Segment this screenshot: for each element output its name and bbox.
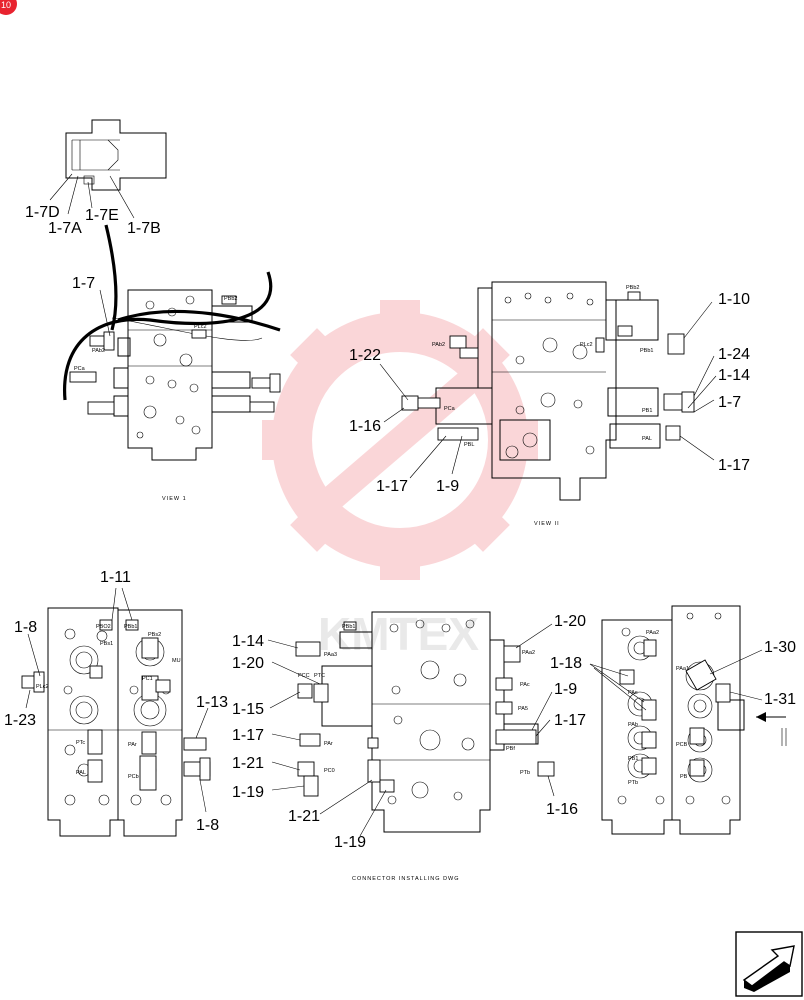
view-2: PBb2 PAb2 PLc2 PBb1 PCa PBL PB1 PAL 1-22… <box>349 281 750 527</box>
view-arrow-icon <box>756 712 787 746</box>
view2-port-plc2: PLc2 <box>580 342 593 348</box>
left-port-pc1: PC1 <box>142 676 153 682</box>
left-port-ptc: PTc <box>76 740 85 746</box>
view1-callout-1-7: 1-7 <box>72 275 95 292</box>
view-1: 1-7 PBb2 PLc2 PAb2 PCa VIEW 1 <box>63 224 281 502</box>
page-marker-number: 10 <box>1 0 11 10</box>
left-port-pbs2: PBs2 <box>148 632 161 638</box>
view2-callout-1-17-right: 1-17 <box>718 457 750 474</box>
center-port-pbb1: PBb1 <box>342 624 355 630</box>
view2-callout-1-17-left: 1-17 <box>376 478 408 495</box>
detail-label-1-7a: 1-7A <box>48 220 82 237</box>
center-callout-1-20-right: 1-20 <box>554 613 586 630</box>
watermark-text: KMTEX <box>318 608 479 660</box>
center-callout-1-19-left: 1-19 <box>232 784 264 801</box>
detail-label-1-7e: 1-7E <box>85 207 119 224</box>
left-port-pbs1: PBs1 <box>100 641 113 647</box>
center-port-paa2: PAa2 <box>522 650 535 656</box>
right-port-pab: PAb <box>628 722 638 728</box>
center-callout-1-21-left: 1-21 <box>232 755 264 772</box>
left-view: 1-11 1-8 1-23 1-13 1-8 PBO2 PBb1 PBs2 PB… <box>4 569 228 837</box>
left-callout-1-13: 1-13 <box>196 694 228 711</box>
view1-port-pbb2: PBb2 <box>224 296 237 302</box>
left-port-pbo2: PBO2 <box>96 624 111 630</box>
right-port-pac: PAc <box>628 690 638 696</box>
center-callout-1-9: 1-9 <box>554 681 577 698</box>
right-callout-1-31: 1-31 <box>764 691 796 708</box>
right-port-ptb: PTb <box>628 780 638 786</box>
center-caption: CONNECTOR INSTALLING DWG <box>352 876 460 882</box>
view2-callout-1-14: 1-14 <box>718 367 750 384</box>
view2-callout-1-22: 1-22 <box>349 347 381 364</box>
center-port-pbf: PBf <box>506 746 515 752</box>
center-callout-1-17-left: 1-17 <box>232 727 264 744</box>
left-port-pcb: PCb <box>128 774 139 780</box>
view2-port-pab2: PAb2 <box>432 342 445 348</box>
view2-port-pb1: PB1 <box>642 408 652 414</box>
right-port-pcb: PCB <box>676 742 688 748</box>
view2-callout-1-10: 1-10 <box>718 291 750 308</box>
right-port-paa1: PAa1 <box>676 666 689 672</box>
view2-callout-1-9: 1-9 <box>436 478 459 495</box>
right-callout-1-18: 1-18 <box>550 655 582 672</box>
view1-port-pca: PCa <box>74 366 86 372</box>
left-callout-1-23: 1-23 <box>4 712 36 729</box>
right-port-paa2: PAa2 <box>646 630 659 636</box>
next-page-arrow-icon[interactable] <box>735 931 803 997</box>
view1-port-pab2: PAb2 <box>92 348 105 354</box>
left-port-par: PAr <box>128 742 137 748</box>
view2-port-pal: PAL <box>642 436 652 442</box>
center-callout-1-16: 1-16 <box>546 801 578 818</box>
detail-label-1-7d: 1-7D <box>25 204 60 221</box>
left-callout-1-11: 1-11 <box>100 569 131 586</box>
left-port-pal: PAL <box>76 770 86 776</box>
center-callout-1-17-right: 1-17 <box>554 712 586 729</box>
page-marker[interactable]: 10 <box>0 0 17 15</box>
center-callout-1-20-left: 1-20 <box>232 655 264 672</box>
left-port-pbb1: PBb1 <box>124 624 137 630</box>
center-callout-1-21-bottom: 1-21 <box>288 808 320 825</box>
center-port-paa3: PAa3 <box>324 652 337 658</box>
view2-port-pbl: PBL <box>464 442 474 448</box>
center-port-pa5: PA5 <box>518 706 528 712</box>
center-callout-1-14: 1-14 <box>232 633 264 650</box>
right-callout-1-30: 1-30 <box>764 639 796 656</box>
right-port-pb: PB <box>680 774 688 780</box>
right-port-pb1: PB1 <box>628 756 638 762</box>
left-callout-1-8-top: 1-8 <box>14 619 37 636</box>
left-callout-1-8-bottom: 1-8 <box>196 817 219 834</box>
center-port-ptc: PTC <box>314 673 325 679</box>
view2-callout-1-24: 1-24 <box>718 346 750 363</box>
view2-port-pbb2: PBb2 <box>626 285 639 291</box>
left-port-mu: MU <box>172 658 181 664</box>
view1-caption: VIEW 1 <box>162 496 187 502</box>
view2-port-pbb1: PBb1 <box>640 348 653 354</box>
center-callout-1-15: 1-15 <box>232 701 264 718</box>
view1-port-plc2: PLc2 <box>194 324 207 330</box>
center-view: 1-14 1-20 1-15 1-17 1-21 1-19 1-21 1-19 … <box>232 611 586 882</box>
center-port-par: PAr <box>324 741 333 747</box>
view2-caption: VIEW II <box>534 521 560 527</box>
center-callout-1-19-bottom: 1-19 <box>334 834 366 851</box>
left-port-plc2: PLc2 <box>36 684 49 690</box>
center-port-pac: PAc <box>520 682 530 688</box>
view2-callout-1-16: 1-16 <box>349 418 381 435</box>
fitting-detail: 1-7D 1-7A 1-7E 1-7B <box>25 119 167 237</box>
watermark-gear-logo: KMTEX <box>262 300 538 660</box>
right-view: 1-18 1-30 1-31 PAa2 PAa1 PAc PAb PB1 PCB… <box>550 605 796 835</box>
center-port-pcc: PCC <box>298 673 310 679</box>
view2-callout-1-7: 1-7 <box>718 394 741 411</box>
view2-port-pca: PCa <box>444 406 456 412</box>
center-port-pc0: PC0 <box>324 768 335 774</box>
center-port-ptb: PTb <box>520 770 530 776</box>
detail-label-1-7b: 1-7B <box>127 220 161 237</box>
